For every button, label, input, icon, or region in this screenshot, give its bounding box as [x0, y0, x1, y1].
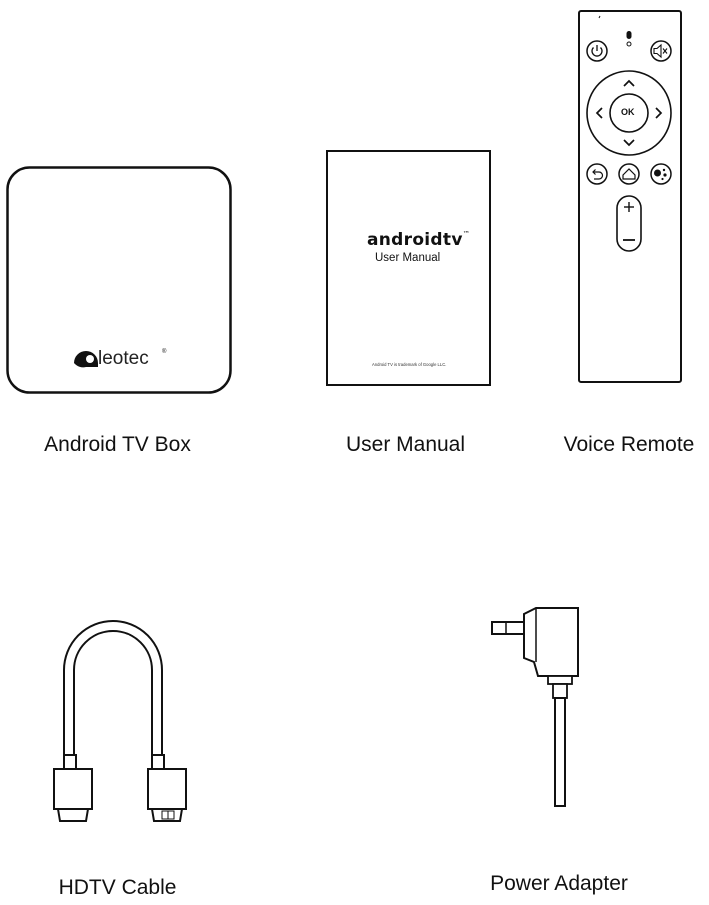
power-adapter-caption: Power Adapter: [490, 872, 628, 895]
voice-remote-figure: OK: [578, 10, 682, 384]
registered-mark: ®: [162, 349, 167, 355]
tv-box-figure: leotec ®: [6, 166, 232, 394]
manual-subtitle: User Manual: [375, 252, 441, 264]
user-manual-caption: User Manual: [345, 433, 466, 456]
user-manual-figure: androidtv™ User Manual Android TV is tra…: [326, 150, 491, 386]
leotec-logo-icon: [74, 351, 98, 368]
hdtv-cable-illustration: [53, 620, 187, 822]
tv-box-brand: leotec: [98, 348, 149, 369]
arrow-down-icon: [623, 139, 635, 147]
mic-icon: [626, 31, 632, 47]
tv-box-illustration: [6, 166, 232, 394]
manual-footer: Android TV is trademark of Google LLC.: [372, 362, 447, 367]
hdtv-cable-caption: HDTV Cable: [58, 876, 177, 899]
power-adapter-figure: [488, 600, 598, 810]
mute-icon: [650, 40, 672, 62]
plus-icon: [624, 202, 634, 212]
back-icon: [586, 163, 608, 185]
tv-box-caption: Android TV Box: [44, 433, 191, 456]
hdtv-cable-figure: [40, 590, 210, 840]
remote-body: [578, 10, 682, 383]
power-adapter-illustration: [491, 607, 579, 807]
power-icon: [586, 40, 608, 62]
manual-booklet: [326, 150, 491, 386]
assistant-icon: [650, 163, 672, 185]
voice-remote-caption: Voice Remote: [563, 433, 695, 456]
arrow-right-icon: [655, 107, 663, 119]
arrow-left-icon: [595, 107, 603, 119]
arrow-up-icon: [623, 79, 635, 87]
ok-button-label: OK: [621, 107, 635, 117]
home-icon: [618, 163, 640, 185]
manual-brand: androidtv™: [367, 230, 471, 250]
